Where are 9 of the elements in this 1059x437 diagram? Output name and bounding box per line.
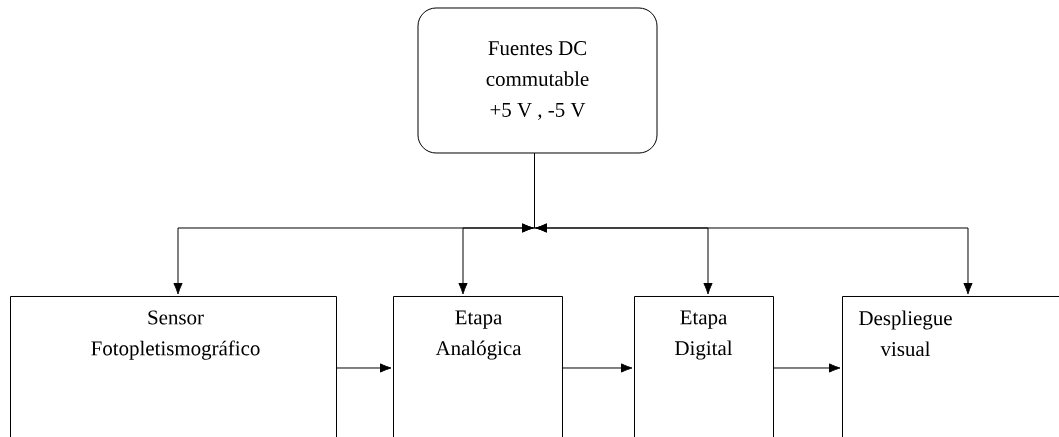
arrow bbox=[562, 363, 633, 373]
process-box: Despliegue visual bbox=[842, 296, 1059, 437]
arrow bbox=[336, 363, 392, 373]
arrow bbox=[773, 363, 841, 373]
process-box: Sensor Fotopletismográfico bbox=[10, 296, 337, 437]
arrow bbox=[522, 153, 973, 295]
rounded-box: Fuentes DC commutable +5 V , -5 V bbox=[417, 7, 658, 154]
process-box: Etapa Digital bbox=[634, 296, 774, 437]
process-box: Etapa Analógica bbox=[393, 296, 563, 437]
